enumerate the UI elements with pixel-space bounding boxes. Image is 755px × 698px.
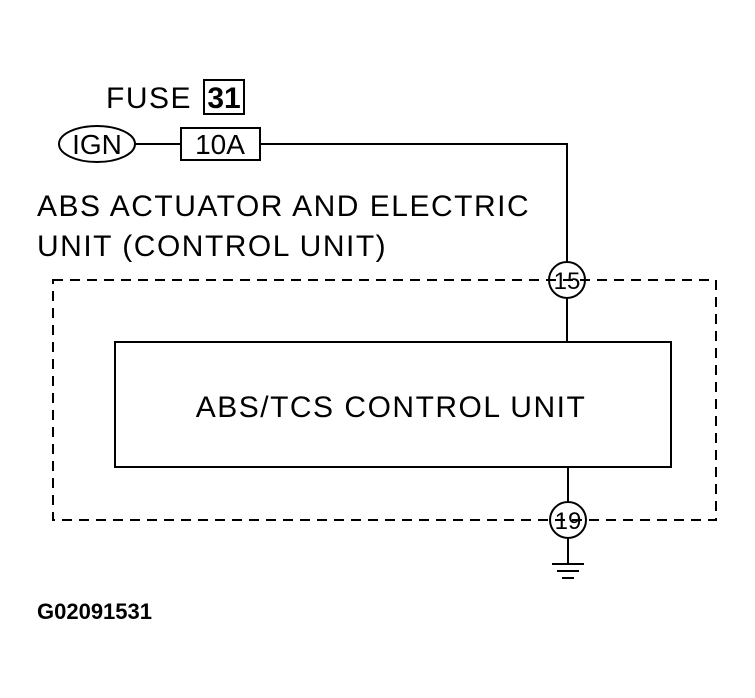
control-unit-box (114, 341, 672, 468)
fuse-label: FUSE (106, 82, 192, 115)
module-outline (52, 279, 717, 521)
terminal-15-label: 15 (554, 268, 581, 295)
ign-label: IGN (72, 129, 122, 160)
control-unit-label: ABS/TCS CONTROL UNIT (196, 391, 587, 424)
module-label-line2: UNIT (CONTROL UNIT) (37, 230, 387, 263)
ground-icon (552, 563, 584, 579)
figure-id: G02091531 (37, 599, 152, 624)
fuse-number-box (203, 79, 245, 115)
fuse-rating: 10A (195, 129, 245, 160)
wire-fuse-terminal15 (260, 143, 568, 262)
fuse-number: 31 (207, 82, 240, 115)
terminal-19-label: 19 (555, 508, 582, 535)
module-label-line1: ABS ACTUATOR AND ELECTRIC (37, 190, 530, 223)
